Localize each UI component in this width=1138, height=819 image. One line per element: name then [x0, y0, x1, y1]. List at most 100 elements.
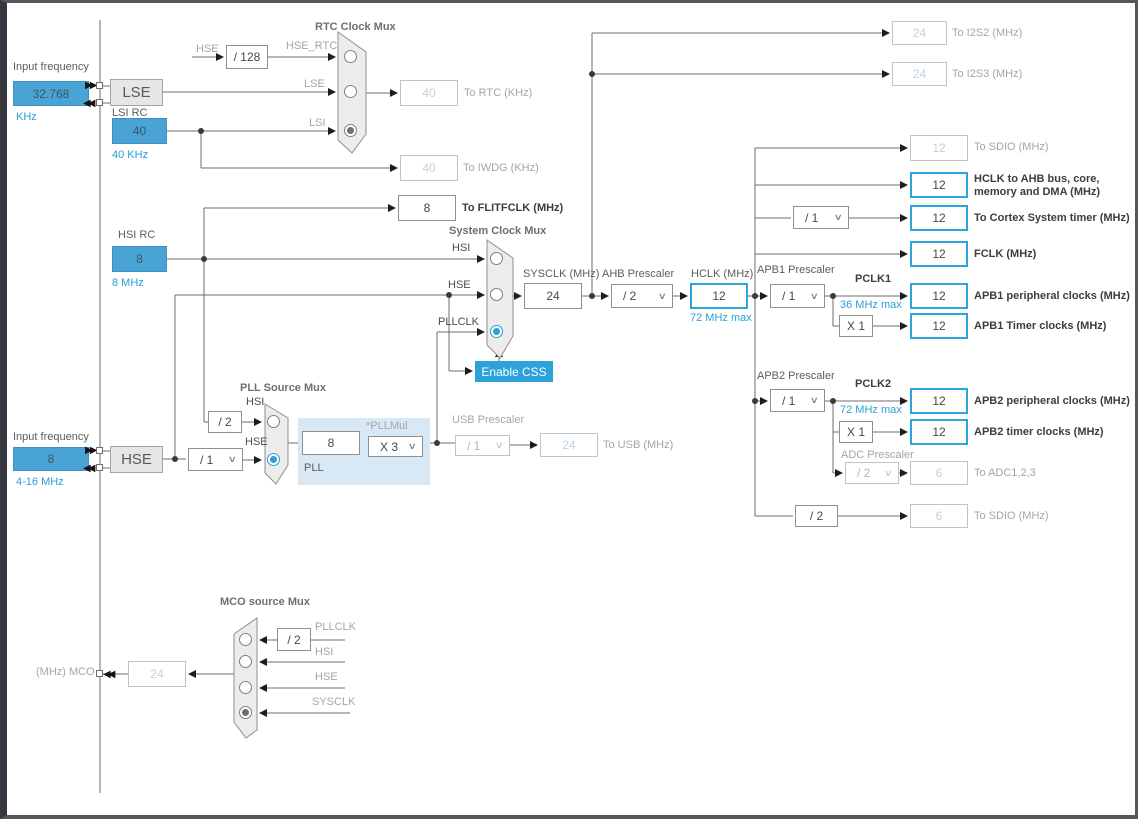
to-iwdg-label: To IWDG (KHz) [463, 162, 539, 174]
pclk1-max-label: 36 MHz max [840, 299, 902, 311]
apb1-timer-multiplier: X 1 [839, 315, 873, 337]
hse-prediv-select[interactable]: / 1∨ [188, 448, 243, 471]
apb2-prescaler-select[interactable]: / 1∨ [770, 389, 825, 412]
apb1-timer-value[interactable]: 12 [910, 313, 968, 339]
enable-css-button[interactable]: Enable CSS [475, 361, 553, 382]
pllmul-label: *PLLMul [366, 420, 408, 432]
sysclk-label: SYSCLK (MHz) [523, 268, 600, 280]
hse-pin-out [96, 464, 103, 471]
sys-mux-radio-hse[interactable] [490, 288, 503, 301]
to-sdio-label: To SDIO (MHz) [974, 510, 1049, 522]
lse-input-value[interactable]: 32.768 [13, 81, 89, 106]
rtc-mux-title: RTC Clock Mux [315, 21, 396, 33]
chevron-down-icon: ∨ [834, 212, 844, 222]
chevron-down-icon: ∨ [228, 454, 238, 464]
mco-hse-label: HSE [315, 671, 338, 683]
ahb-bus-label-line1: HCLK to AHB bus, core, [974, 173, 1100, 185]
ahb-prescaler-label: AHB Prescaler [602, 268, 675, 280]
pll-multiplier-select[interactable]: X 3∨ [368, 436, 423, 457]
pllmux-hse-label: HSE [245, 436, 268, 448]
ahb-bus-label-line2: memory and DMA (MHz) [974, 186, 1101, 198]
lse-input-frequency-label: Input frequency [13, 61, 89, 73]
mco-pin [96, 670, 103, 677]
sdio-divider: / 2 [795, 505, 838, 527]
pll-mux-shape [264, 403, 289, 485]
sysmux-hsi-label: HSI [452, 242, 471, 254]
ahb-bus-clock-value[interactable]: 12 [910, 172, 968, 198]
lsi-value[interactable]: 40 [112, 118, 167, 144]
system-mux-title: System Clock Mux [449, 225, 547, 237]
lsi-unit-label: 40 KHz [112, 149, 149, 161]
mco-mux-radio-pllclk[interactable] [239, 633, 252, 646]
fclk-value[interactable]: 12 [910, 241, 968, 267]
adc-prescaler-select: / 2∨ [845, 462, 899, 484]
hse-input-frequency-label: Input frequency [13, 431, 89, 443]
hse-input-value[interactable]: 8 [13, 447, 89, 471]
to-adc-label: To ADC1,2,3 [974, 467, 1036, 479]
to-flitfclk-label: To FLITFCLK (MHz) [462, 202, 564, 214]
mco-mux-radio-sysclk[interactable] [239, 706, 252, 719]
apb1-peripheral-value[interactable]: 12 [910, 283, 968, 309]
rtc-mux-radio-lsi[interactable] [344, 124, 357, 137]
sys-mux-radio-hsi[interactable] [490, 252, 503, 265]
lse-unit-label: KHz [16, 111, 37, 123]
hse-unit-label: 4-16 MHz [16, 476, 64, 488]
apb2-peripheral-label: APB2 peripheral clocks (MHz) [974, 395, 1130, 407]
sysmux-pllclk-label: PLLCLK [438, 316, 479, 328]
ahb-prescaler-select[interactable]: / 2∨ [611, 284, 673, 308]
iwdg-clock-value: 40 [400, 155, 458, 181]
mco-out-arrows-icon: ◀◀ [103, 669, 116, 680]
usb-prescaler-select: / 1∨ [455, 435, 510, 456]
pclk1-label: PCLK1 [855, 273, 892, 285]
apb1-timer-label: APB1 Timer clocks (MHz) [974, 320, 1107, 332]
pll-mux-radio-hse[interactable] [267, 453, 280, 466]
hclk-max-label: 72 MHz max [690, 312, 752, 324]
i2s3-value: 24 [892, 62, 947, 86]
apb2-timer-multiplier: X 1 [839, 421, 873, 443]
hsi-unit-label: 8 MHz [112, 277, 144, 289]
hclk-value[interactable]: 12 [690, 283, 748, 309]
mco-mux-radio-hse[interactable] [239, 681, 252, 694]
lse-oscillator-box: LSE [110, 79, 163, 106]
pll-mux-radio-hsi[interactable] [267, 415, 280, 428]
flitfclk-value: 8 [398, 195, 456, 221]
mco-pllclk-label: PLLCLK [315, 621, 356, 633]
rtc-mux-radio-hse-rtc[interactable] [344, 50, 357, 63]
hclk-label: HCLK (MHz) [691, 268, 754, 280]
to-i2s2-label: To I2S2 (MHz) [952, 27, 1023, 39]
apb2-timer-value[interactable]: 12 [910, 419, 968, 445]
adc-clock-value: 6 [910, 461, 968, 485]
mco-hsi-label: HSI [315, 646, 334, 658]
apb1-peripheral-label: APB1 peripheral clocks (MHz) [974, 290, 1130, 302]
rtc-mux-radio-lse[interactable] [344, 85, 357, 98]
usb-clock-value: 24 [540, 433, 598, 457]
hsi-rc-label: HSI RC [118, 229, 156, 241]
apb2-prescaler-label: APB2 Prescaler [757, 370, 835, 382]
lsi-signal-label: LSI [309, 117, 326, 129]
cortex-timer-value[interactable]: 12 [910, 205, 968, 231]
mco-pllclk-divider: / 2 [277, 628, 311, 651]
apb1-prescaler-select[interactable]: / 1∨ [770, 284, 825, 308]
hsi-value[interactable]: 8 [112, 246, 167, 272]
mco-mux-radio-hsi[interactable] [239, 655, 252, 668]
lse-pin-in [96, 82, 103, 89]
rtc-clock-value: 40 [400, 80, 458, 106]
mco-mux-title: MCO source Mux [220, 596, 310, 608]
to-cortex-timer-label: To Cortex System timer (MHz) [974, 212, 1130, 224]
rtc-hse-divider: / 128 [226, 45, 268, 69]
to-usb-label: To USB (MHz) [603, 439, 674, 451]
sdio-clock-value: 6 [910, 504, 968, 528]
lse-pin-out [96, 99, 103, 106]
pclk2-label: PCLK2 [855, 378, 892, 390]
hse-in-arrows-icon: ▶▶ [85, 445, 98, 456]
mco-output-label: (MHz) MCO [36, 666, 95, 678]
hse-out-arrows-icon: ◀◀ [83, 463, 96, 474]
sys-mux-radio-pllclk[interactable] [490, 325, 503, 338]
mco-value: 24 [128, 661, 186, 687]
cortex-prescaler-select[interactable]: / 1∨ [793, 206, 849, 229]
pclk2-max-label: 72 MHz max [840, 404, 902, 416]
apb2-peripheral-value[interactable]: 12 [910, 388, 968, 414]
sysclk-value: 24 [524, 283, 582, 309]
chevron-down-icon: ∨ [408, 441, 418, 451]
